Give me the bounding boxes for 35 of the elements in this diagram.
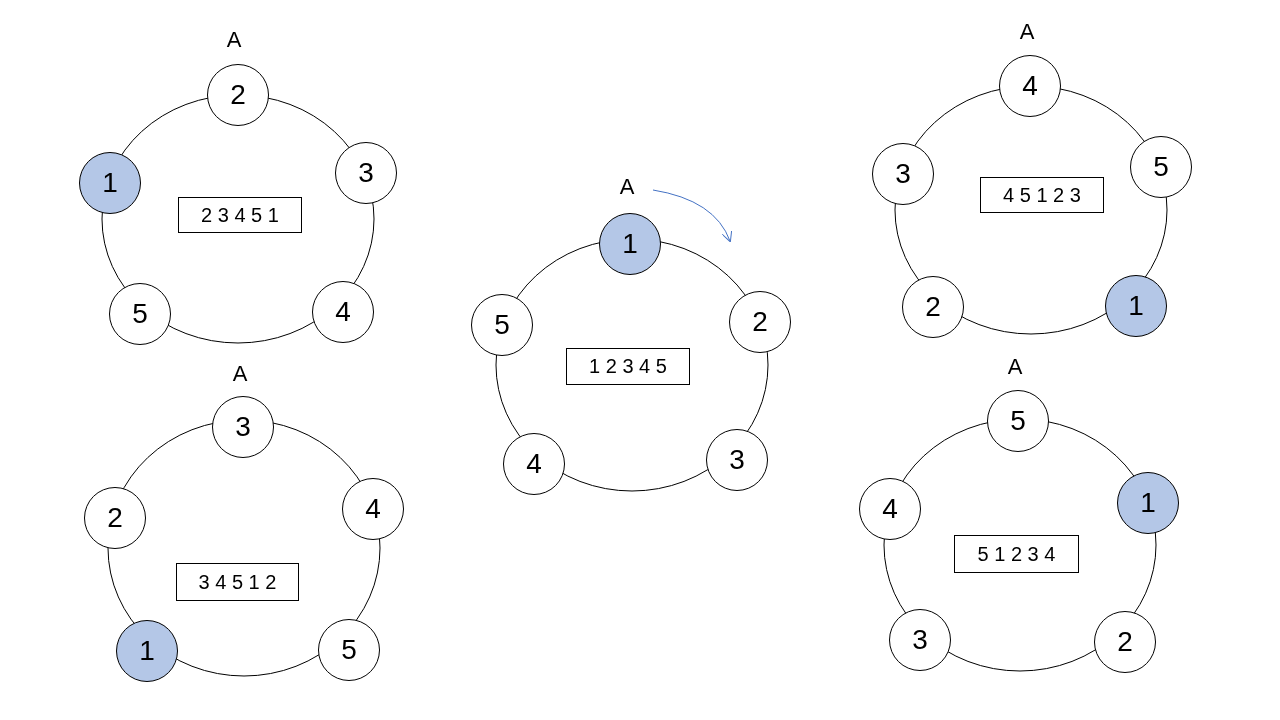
sequence-box: 1 2 3 4 5 — [566, 348, 690, 385]
number-circle: 2 — [729, 291, 791, 353]
number-circle: 1 — [116, 620, 178, 682]
sequence-box: 5 1 2 3 4 — [954, 535, 1079, 573]
number-circle: 3 — [889, 609, 951, 671]
sequence-box: 4 5 1 2 3 — [980, 177, 1104, 213]
sequence-box: 3 4 5 1 2 — [176, 563, 299, 601]
number-circle: 4 — [999, 55, 1061, 117]
number-circle: 5 — [1130, 136, 1192, 198]
position-label: A — [1007, 354, 1023, 380]
number-circle: 3 — [872, 143, 934, 205]
number-circle: 4 — [342, 478, 404, 540]
number-circle: 1 — [1117, 472, 1179, 534]
number-circle: 1 — [79, 152, 141, 214]
number-circle: 5 — [987, 390, 1049, 452]
number-circle: 5 — [109, 283, 171, 345]
position-label: A — [619, 174, 635, 200]
sequence-box: 2 3 4 5 1 — [178, 197, 302, 233]
number-circle: 3 — [706, 429, 768, 491]
number-circle: 2 — [84, 487, 146, 549]
number-circle: 4 — [312, 281, 374, 343]
number-circle: 2 — [207, 64, 269, 126]
number-circle: 3 — [212, 396, 274, 458]
number-circle: 5 — [318, 619, 380, 681]
number-circle: 3 — [335, 142, 397, 204]
number-circle: 1 — [599, 213, 661, 275]
position-label: A — [226, 27, 242, 53]
number-circle: 5 — [471, 294, 533, 356]
position-label: A — [232, 361, 248, 387]
number-circle: 4 — [859, 478, 921, 540]
number-circle: 4 — [503, 433, 565, 495]
number-circle: 1 — [1105, 275, 1167, 337]
number-circle: 2 — [1094, 611, 1156, 673]
number-circle: 2 — [902, 276, 964, 338]
position-label: A — [1019, 19, 1035, 45]
